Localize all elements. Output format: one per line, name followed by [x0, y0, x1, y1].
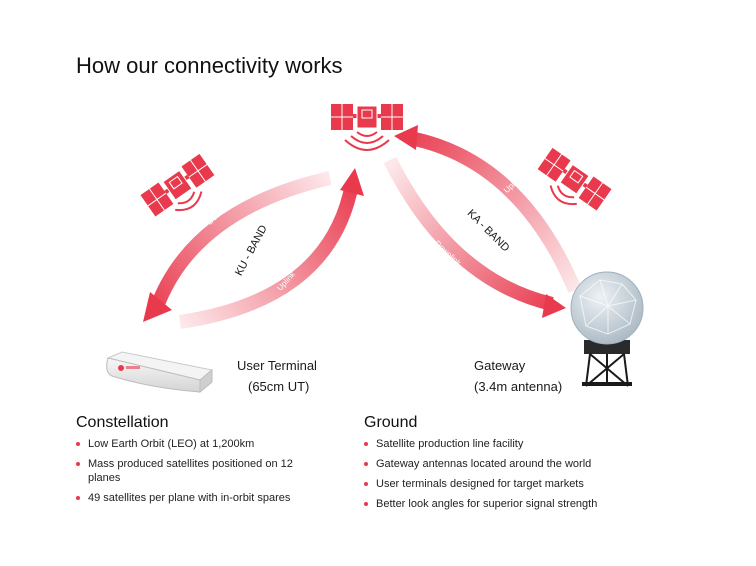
ku-band-arcs	[143, 168, 364, 329]
list-item: Better look angles for superior signal s…	[364, 497, 634, 511]
list-item: Mass produced satellites positioned on 1…	[76, 457, 316, 485]
constellation-title: Constellation	[76, 414, 169, 431]
user-terminal-name: User Terminal	[237, 358, 317, 373]
list-item: Gateway antennas located around the worl…	[364, 457, 634, 471]
constellation-list: Low Earth Orbit (LEO) at 1,200km Mass pr…	[76, 437, 316, 511]
list-item: 49 satellites per plane with in-orbit sp…	[76, 491, 316, 505]
ground-list: Satellite production line facility Gatew…	[364, 437, 634, 517]
list-item: Satellite production line facility	[364, 437, 634, 451]
satellite-icon	[140, 153, 215, 217]
satellite-icon	[331, 104, 403, 151]
user-terminal-icon	[106, 351, 214, 394]
gateway-name: Gateway	[474, 358, 526, 373]
ku-downlink-arc	[148, 171, 332, 315]
gateway-antenna-icon	[570, 271, 644, 387]
ku-uplink-arc	[178, 182, 359, 329]
ka-downlink-arc	[383, 156, 554, 311]
ka-uplink-arrowhead	[394, 125, 418, 150]
list-item: Low Earth Orbit (LEO) at 1,200km	[76, 437, 316, 451]
ku-uplink-arrowhead	[340, 168, 364, 196]
ku-band-label: KU - BAND	[233, 223, 270, 278]
ka-downlink-arrowhead	[542, 294, 566, 318]
ka-band-arcs	[383, 125, 582, 318]
gateway-detail: (3.4m antenna)	[474, 379, 563, 394]
ka-band-label: KA - BAND	[465, 207, 512, 254]
ku-downlink-arrowhead	[143, 292, 172, 322]
satellite-icon	[537, 147, 612, 211]
page-title: How our connectivity works	[76, 53, 343, 78]
ka-uplink-arc	[408, 131, 582, 293]
user-terminal-detail: (65cm UT)	[248, 379, 310, 394]
list-item: User terminals designed for target marke…	[364, 477, 634, 491]
ground-title: Ground	[364, 414, 418, 431]
